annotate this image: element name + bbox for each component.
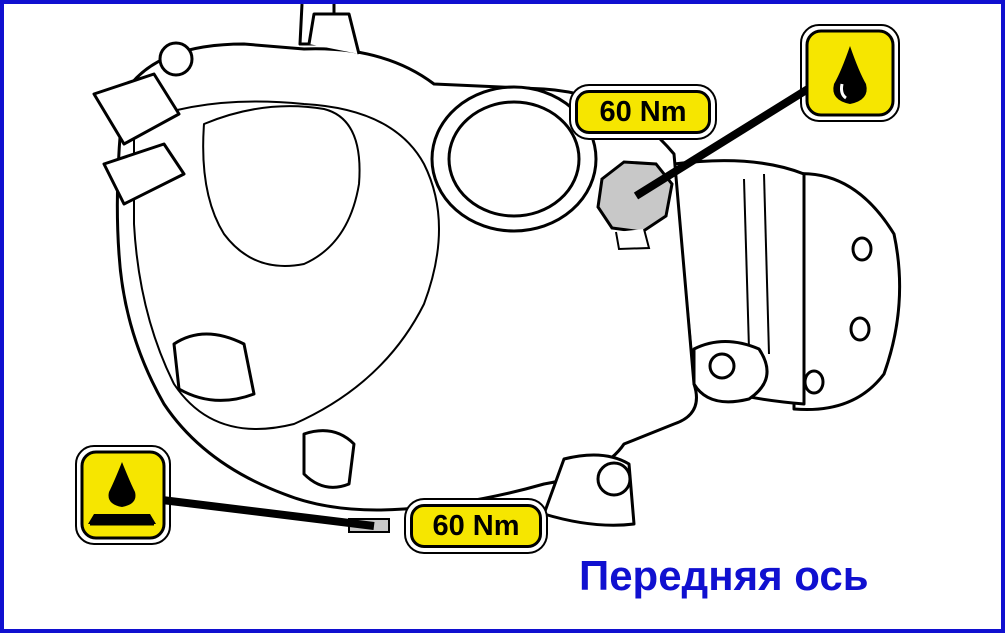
oil-drain-icon <box>75 445 171 545</box>
leader-line-fill <box>633 75 827 200</box>
torque-label-fill-plug: 60 Nm <box>575 90 711 134</box>
torque-label-drain-plug: 60 Nm <box>410 504 542 548</box>
leader-line-drain <box>153 495 375 530</box>
fill-plug <box>596 160 674 251</box>
caption: Передняя ось <box>579 552 869 599</box>
front-axle-diagram <box>75 4 902 545</box>
oil-drop-icon <box>800 24 900 122</box>
